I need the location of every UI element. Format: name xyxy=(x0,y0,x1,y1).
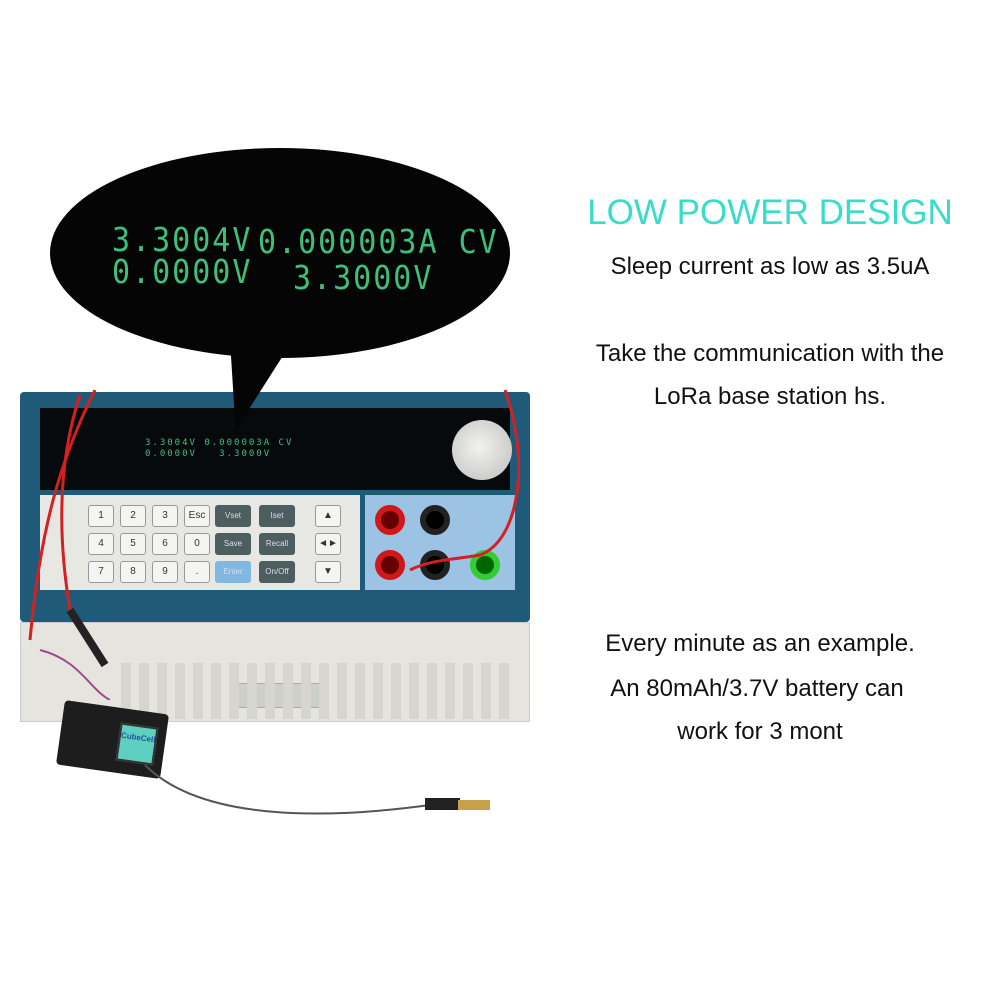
keypad-key: 8 xyxy=(120,561,146,583)
rotary-knob xyxy=(452,420,512,480)
keypad-key: . xyxy=(184,561,210,583)
keypad-key: Esc xyxy=(184,505,210,527)
stand-rib xyxy=(355,663,365,719)
keypad-key: 3 xyxy=(152,505,178,527)
example-text-3: work for 3 mont xyxy=(677,718,843,745)
function-key: On/Off xyxy=(259,561,295,583)
stand-rib xyxy=(229,663,239,719)
callout-voltage: 3.3004V xyxy=(112,221,253,260)
stand-rib xyxy=(499,663,509,719)
callout-current: 0.000003A CV xyxy=(258,223,499,262)
sleep-current-text: Sleep current as low as 3.5uA xyxy=(610,253,930,280)
callout-tail xyxy=(220,330,300,430)
example-text-2: An 80mAh/3.7V battery can xyxy=(610,675,904,702)
stand-rib xyxy=(283,663,293,719)
instrument-screen: 3.3004V 0.000003A CV 0.0000V 3.3000V xyxy=(40,408,510,490)
keypad-key: 2 xyxy=(120,505,146,527)
terminal-panel xyxy=(365,495,515,590)
screen-line2: 0.0000V 3.3000V xyxy=(145,449,272,459)
example-text-1: Every minute as an example. xyxy=(605,630,915,657)
comm-text-1: Take the communication with the xyxy=(595,340,945,367)
stand-rib xyxy=(247,663,257,719)
stand-rib xyxy=(481,663,491,719)
callout-setpoint: 3.3000V xyxy=(293,259,434,298)
antenna-cable xyxy=(144,764,490,815)
callout-voltage2: 0.0000V xyxy=(112,253,253,292)
stand-rib xyxy=(373,663,383,719)
callout-bubble: 3.3004V 0.000003A CV 0.0000V 3.3000V xyxy=(50,148,510,358)
stand-rib xyxy=(463,663,473,719)
function-key: Vset xyxy=(215,505,251,527)
test-leads xyxy=(28,389,521,700)
function-key: Enter xyxy=(215,561,251,583)
stand-rib xyxy=(319,663,329,719)
arrow-key: ▲ xyxy=(315,505,341,527)
red-jack xyxy=(375,505,405,535)
arrow-key: ▼ xyxy=(315,561,341,583)
function-key: Save xyxy=(215,533,251,555)
arrow-key: ◄► xyxy=(315,533,341,555)
stand-rib xyxy=(265,663,275,719)
stand-rib xyxy=(391,663,401,719)
stand-rib xyxy=(175,663,185,719)
red-jack xyxy=(375,550,405,580)
keypad-key: 5 xyxy=(120,533,146,555)
keypad-key: 9 xyxy=(152,561,178,583)
stand-rib xyxy=(193,663,203,719)
stand-rib xyxy=(211,663,221,719)
stand-rib xyxy=(157,663,167,719)
keypad-key: 6 xyxy=(152,533,178,555)
function-key: Iset xyxy=(259,505,295,527)
screen-line1: 3.3004V 0.000003A CV xyxy=(145,438,294,448)
stand-rib xyxy=(121,663,131,719)
keypad-key: 0 xyxy=(184,533,210,555)
keypad-key: 4 xyxy=(88,533,114,555)
stand-rib xyxy=(301,663,311,719)
stand-rib xyxy=(427,663,437,719)
stand-rib xyxy=(409,663,419,719)
stand-rib xyxy=(139,663,149,719)
headline: LOW POWER DESIGN xyxy=(587,193,953,232)
function-key: Recall xyxy=(259,533,295,555)
stand-rib xyxy=(337,663,347,719)
stand-rib xyxy=(445,663,455,719)
keypad-key: 7 xyxy=(88,561,114,583)
comm-text-2: LoRa base station hs. xyxy=(653,383,887,410)
keypad-key: 1 xyxy=(88,505,114,527)
black-jack xyxy=(420,505,450,535)
